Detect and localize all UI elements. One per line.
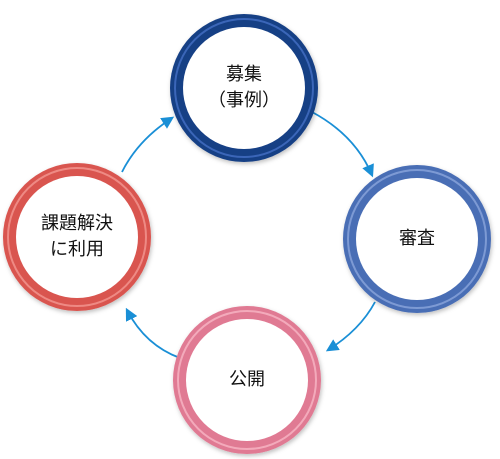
- node-publication-label: 公開: [187, 360, 307, 400]
- node-recruitment-line-1: 募集: [226, 63, 262, 85]
- node-review-ring: [343, 165, 491, 313]
- node-publication-line-1: 公開: [229, 368, 265, 390]
- node-problem-solving-line-2: に利用: [50, 239, 104, 260]
- node-problem-solving-ring: [3, 163, 151, 311]
- node-publication-ring: [173, 306, 321, 454]
- arrow-publication-to-problem-solving: [125, 307, 181, 359]
- arrow-review-to-publication: [325, 301, 376, 352]
- node-recruitment-label: 募集 （事例）: [184, 48, 304, 128]
- node-problem-solving-line-1: 課題解決: [41, 212, 113, 234]
- arrow-problem-solving-to-recruitment: [121, 116, 175, 173]
- node-review-line-1: 審査: [399, 227, 435, 249]
- node-review-label: 審査: [357, 219, 477, 259]
- node-recruitment-ring: [170, 14, 318, 162]
- node-recruitment-line-2: （事例）: [208, 90, 280, 111]
- arrow-recruitment-to-review: [311, 111, 374, 178]
- node-problem-solving-label: 課題解決 に利用: [17, 197, 137, 277]
